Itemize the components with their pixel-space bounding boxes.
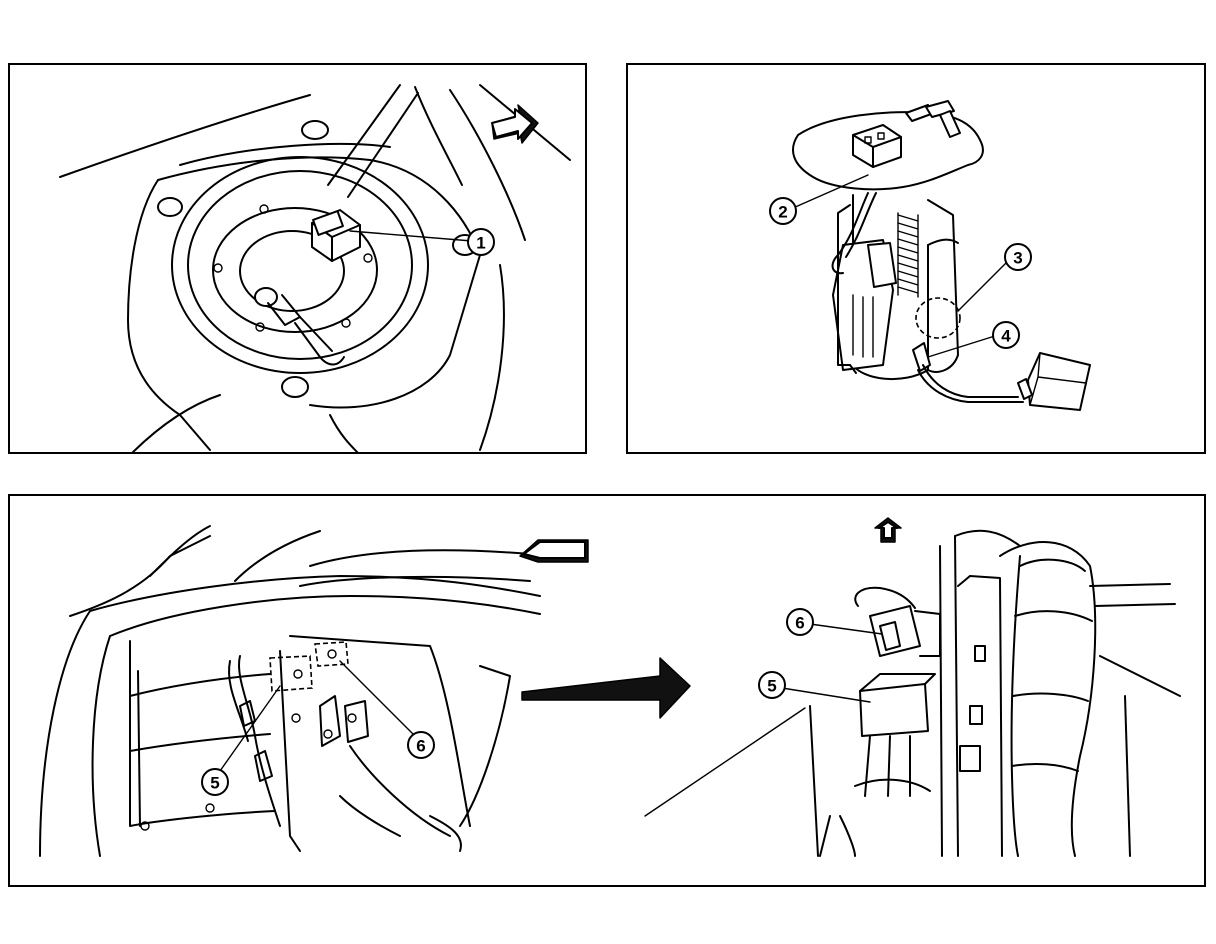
callout-6-left: 6 <box>407 731 435 759</box>
callout-label: 6 <box>416 737 425 756</box>
fuel-tank-opening-drawing: 1 <box>59 84 571 452</box>
callout-1: 1 <box>467 228 495 256</box>
callout-3: 3 <box>1004 243 1032 271</box>
callout-6-right: 6 <box>786 608 814 636</box>
callout-label: 6 <box>795 614 804 633</box>
callout-label: 1 <box>476 234 485 253</box>
callout-label: 4 <box>1001 327 1011 346</box>
relay-location-drawing: 5 6 <box>39 517 1181 857</box>
fuel-pump-relay-location-view: 5 6 <box>8 494 1206 887</box>
callout-label: 3 <box>1013 249 1022 268</box>
callout-label: 5 <box>767 677 776 696</box>
callout-5-left: 5 <box>201 768 229 796</box>
callout-label: 5 <box>210 774 219 793</box>
front-arrow-icon <box>519 539 589 563</box>
callout-4: 4 <box>992 321 1020 349</box>
callout-5-right: 5 <box>758 671 786 699</box>
callout-label: 2 <box>778 203 787 222</box>
fuel-pump-assembly-view: 2 3 4 <box>626 63 1206 454</box>
front-arrow-icon <box>491 104 539 144</box>
fuel-tank-opening-view: 1 <box>8 63 587 454</box>
right-arrow-icon <box>521 657 691 719</box>
fuel-pump-assembly-drawing: 2 3 4 <box>769 100 1091 411</box>
up-arrow-icon <box>874 517 902 543</box>
callout-2: 2 <box>769 197 797 225</box>
